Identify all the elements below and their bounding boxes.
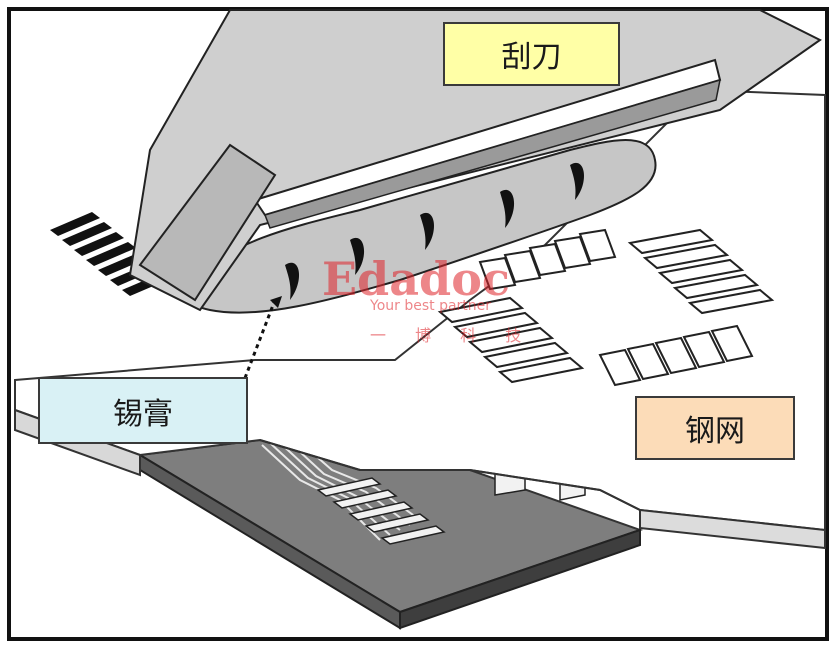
solder-paste-label: 锡膏	[38, 377, 248, 444]
pointer-arrowhead	[270, 296, 282, 308]
pcb-board	[137, 436, 644, 630]
solder-paste-roll	[186, 139, 657, 314]
solder-paste-pointer	[243, 299, 277, 379]
stencil-apertures	[437, 228, 775, 387]
squeegee	[128, 9, 822, 312]
stencil-label: 钢网	[635, 396, 795, 460]
watermark-tagline: Your best partner	[370, 298, 492, 314]
squeegee-label: 刮刀	[443, 22, 620, 86]
watermark-brand: Edadoc	[322, 252, 510, 306]
watermark-cn: 一 博 科 技	[370, 326, 534, 345]
